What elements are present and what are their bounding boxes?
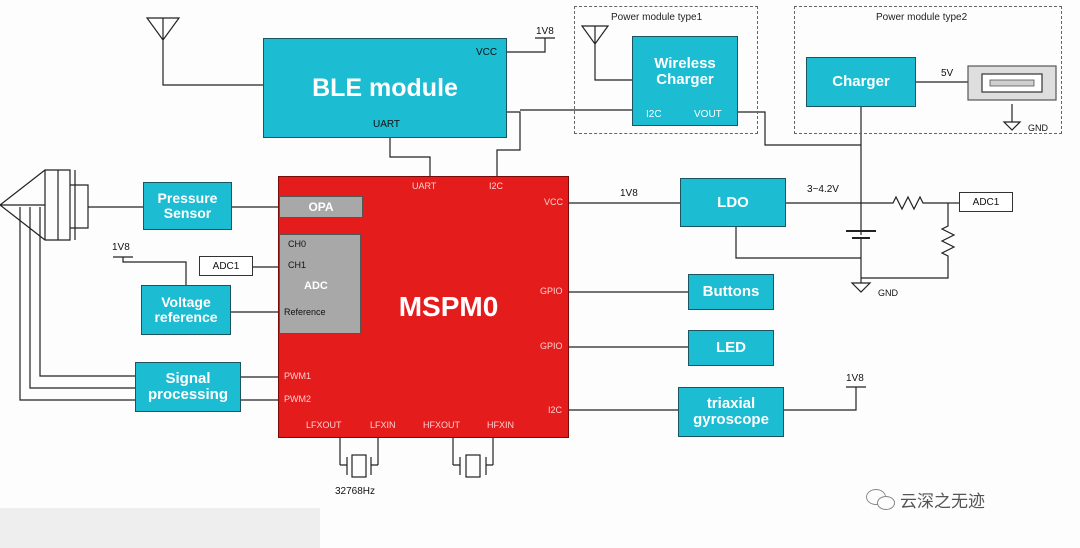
mcu-vcc-pin: VCC: [544, 197, 564, 207]
adc1-left-tag: ADC1: [199, 256, 253, 276]
usb-gnd-label: GND: [1028, 123, 1048, 133]
5v-label: 5V: [941, 68, 954, 79]
probe-icon: [0, 169, 89, 241]
mcu-i2c-top-pin: I2C: [489, 181, 504, 191]
watermark-text: 云深之无迹: [900, 492, 985, 512]
pressure-sensor-label: Pressure Sensor: [157, 190, 218, 221]
ble-antenna-icon: [145, 17, 263, 86]
led-block: LED: [688, 330, 774, 366]
gyroscope-block: triaxial gyroscope: [678, 387, 784, 437]
wireless-antenna-icon: [580, 25, 632, 81]
pressure-sensor-block: Pressure Sensor: [143, 182, 232, 230]
charger-label: Charger: [832, 73, 890, 91]
ldo-block: LDO: [680, 178, 786, 227]
mcu-gpio1-pin: GPIO: [540, 286, 563, 296]
ble-uart-pin: UART: [373, 119, 401, 130]
mcu-uart-pin: UART: [412, 181, 437, 191]
wireless-charger-i2c-pin: I2C: [646, 109, 662, 120]
gyroscope-label: triaxial gyroscope: [693, 395, 769, 428]
wireless-charger-block: Wireless Charger: [632, 36, 738, 126]
gyro-1v8-label: 1V8: [846, 373, 864, 384]
mcu-gpio2-pin: GPIO: [540, 341, 563, 351]
opa-label: OPA: [308, 199, 334, 214]
power-module-type1-group: [574, 6, 758, 134]
battery-gnd-label: GND: [878, 288, 898, 298]
adc-block: [279, 234, 361, 334]
ble-module-block: BLE module: [263, 38, 507, 138]
led-label: LED: [716, 339, 746, 357]
ldo-label: LDO: [717, 193, 749, 211]
mcu-lfxin-pin: LFXIN: [370, 420, 396, 430]
signal-processing-block: Signal processing: [135, 362, 241, 412]
adc-reference-pin: Reference: [284, 307, 326, 317]
vref-1v8-label: 1V8: [112, 242, 130, 253]
wireless-charger-vout-pin: VOUT: [694, 109, 722, 120]
signal-processing-label: Signal processing: [147, 370, 229, 403]
mcu-pwm1-pin: PWM1: [284, 371, 311, 381]
buttons-block: Buttons: [688, 274, 774, 310]
buttons-label: Buttons: [702, 283, 760, 301]
adc-ch0-pin: CH0: [288, 239, 307, 249]
power-module-type2-group: [794, 6, 1062, 134]
ble-1v8-label: 1V8: [536, 26, 554, 37]
battery-range-label: 3~4.2V: [807, 184, 839, 195]
ble-module-label: BLE module: [312, 73, 458, 102]
crystal-frequency-label: 32768Hz: [335, 486, 376, 497]
wechat-icon: [866, 488, 896, 511]
power-module-type2-title: Power module type2: [876, 12, 968, 23]
voltage-reference-label: Voltage reference: [154, 294, 218, 325]
mspm0-label: MSPM0: [398, 291, 499, 323]
watermark: 云深之无迹: [866, 487, 985, 512]
charger-block: Charger: [806, 57, 916, 107]
voltage-reference-block: Voltage reference: [141, 285, 231, 335]
adc-ch1-pin: CH1: [288, 260, 307, 270]
mcu-pwm2-pin: PWM2: [284, 394, 311, 404]
adc1-right-tag: ADC1: [959, 192, 1013, 212]
mcu-hfxin-pin: HFXIN: [487, 420, 514, 430]
mcu-lfxout-pin: LFXOUT: [306, 420, 342, 430]
mcu-hfxout-pin: HFXOUT: [423, 420, 460, 430]
power-module-type1-title: Power module type1: [611, 12, 703, 23]
ble-vcc-pin: VCC: [476, 47, 498, 58]
opa-block: OPA: [279, 196, 363, 218]
mcu-i2c-pin: I2C: [548, 405, 563, 415]
adc-label: ADC: [304, 280, 328, 292]
wireless-charger-label: Wireless Charger: [654, 55, 716, 88]
ldo-1v8-label: 1V8: [620, 188, 638, 199]
